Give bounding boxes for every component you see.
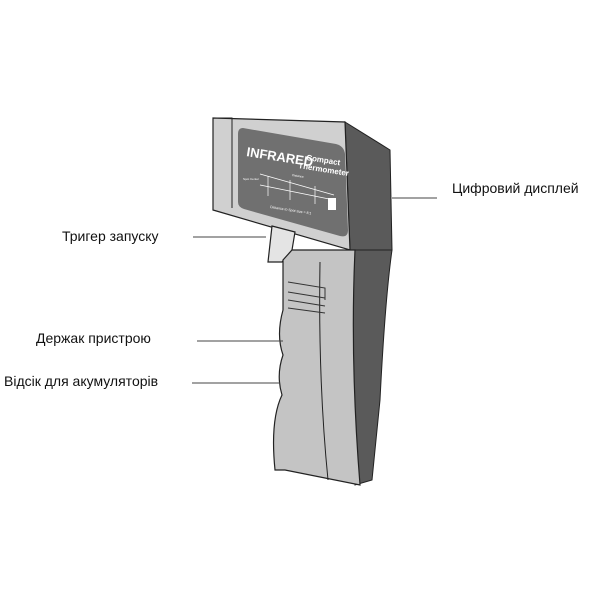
handle-front xyxy=(272,249,361,486)
ratio-text: Distance to Spot size = 8:1 xyxy=(270,205,312,215)
spot-label: Spot Center xyxy=(243,177,259,181)
distance-label: Distance xyxy=(292,173,304,179)
spot-cone xyxy=(259,173,335,204)
battery-door xyxy=(287,281,326,314)
handle-seam xyxy=(319,261,329,481)
label-display: Цифровий дисплей xyxy=(452,180,579,196)
head-top-edge xyxy=(213,117,233,208)
label-trigger: Тригер запуску xyxy=(62,228,159,244)
label-battery: Відсік для акумуляторів xyxy=(4,373,159,389)
trigger xyxy=(267,225,296,263)
handle-back xyxy=(349,249,393,486)
label-panel xyxy=(238,128,348,237)
head-side xyxy=(344,121,393,251)
label-handle: Держак пристрою xyxy=(36,330,151,346)
thermometer-icon xyxy=(328,198,336,210)
